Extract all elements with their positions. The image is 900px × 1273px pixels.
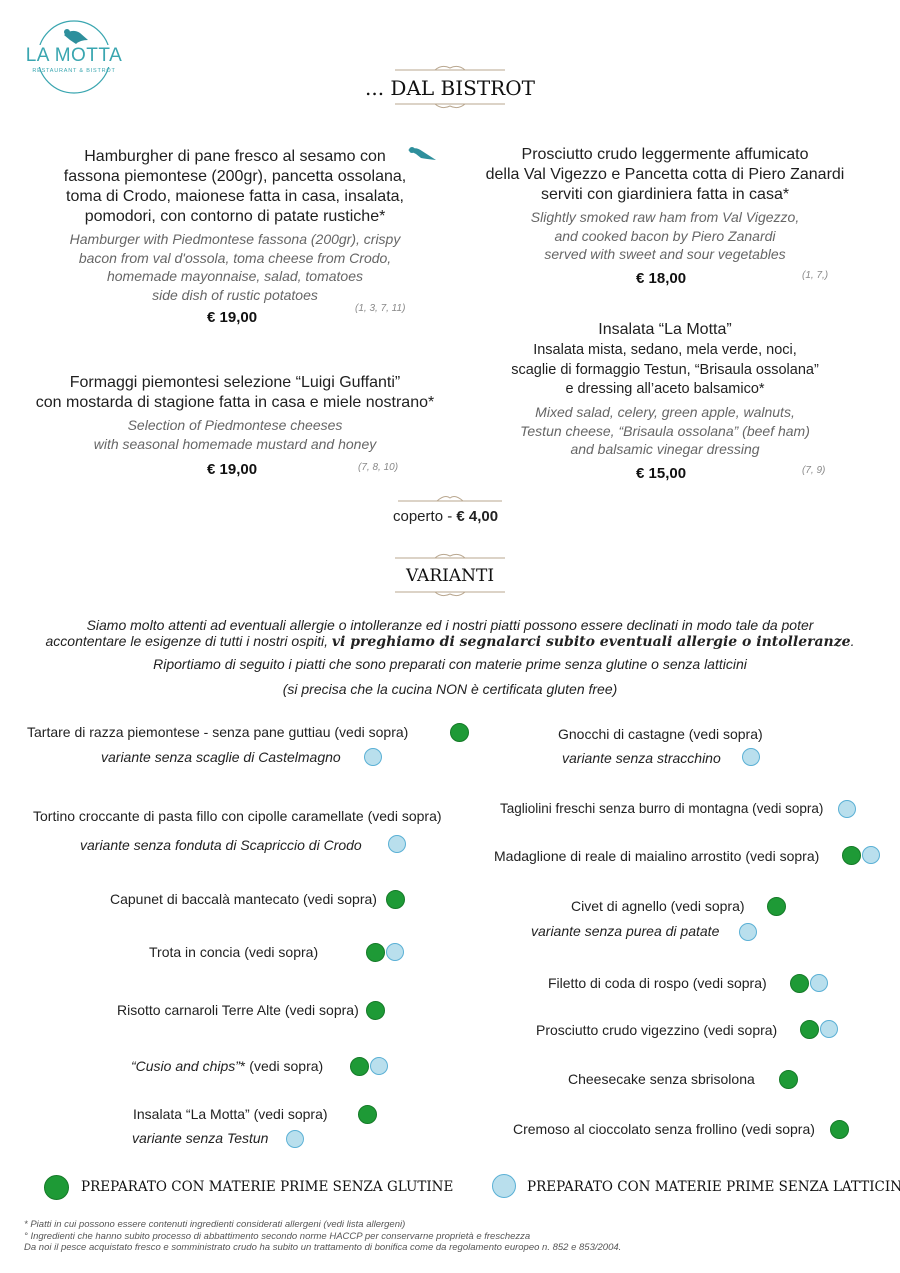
dish-insalata-price: € 15,00 (636, 465, 687, 482)
variant-stracchino: variante senza stracchino (562, 750, 721, 766)
lactose-free-dot (838, 800, 856, 818)
variant-insalata: Insalata “La Motta” (vedi sopra) (133, 1106, 328, 1122)
ornament-bottom-icon (395, 103, 505, 109)
intro-text: Siamo molto attenti ad eventuali allergi… (45, 617, 855, 650)
variant-trota: Trota in concia (vedi sopra) (149, 944, 319, 960)
lactose-free-dot (742, 748, 760, 766)
variant-tortino: Tortino croccante di pasta fillo con cip… (33, 808, 442, 824)
variant-risotto: Risotto carnaroli Terre Alte (vedi sopra… (117, 1002, 359, 1018)
dish-prosciutto-english: Slightly smoked raw ham from Val Vigezzo… (530, 209, 800, 262)
lactose-free-dot (386, 943, 404, 961)
dish-hamburger-english: Hamburger with Piedmontese fassona (200g… (69, 231, 401, 303)
section-title-varianti: VARIANTI (405, 566, 495, 586)
gluten-free-dot (450, 723, 469, 742)
intro-line3: Riportiamo di seguito i piatti che sono … (153, 656, 747, 672)
footnote-haccp: ° Ingredienti che hanno subito processo … (24, 1230, 531, 1242)
logo: LA MOTTA RESTAURANT & BISTROT (24, 18, 124, 96)
footnotes: * Piatti in cui possono essere contenuti… (24, 1219, 884, 1254)
gluten-free-dot (779, 1070, 798, 1089)
lactose-free-dot (862, 846, 880, 864)
dish-insalata-description: Insalata mista, sedano, mela verde, noci… (511, 342, 819, 397)
legend-gluten-free: PREPARATO CON MATERIE PRIME SENZA GLUTIN… (81, 1179, 454, 1195)
gluten-free-dot (830, 1120, 849, 1139)
gluten-free-dot (386, 890, 405, 909)
coperto-price: € 4,00 (456, 508, 499, 525)
variant-cremoso: Cremoso al cioccolato senza frollino (ve… (513, 1121, 815, 1137)
gluten-free-dot (800, 1020, 819, 1039)
dish-insalata-title: Insalata “La Motta” (598, 321, 732, 338)
ornament-varianti-top-icon (395, 553, 505, 559)
gluten-free-dot (350, 1057, 369, 1076)
coperto: coperto - € 4,00 (393, 508, 499, 525)
variant-civet: Civet di agnello (vedi sopra) (571, 898, 745, 914)
lactose-free-dot (739, 923, 757, 941)
lactose-free-dot (370, 1057, 388, 1075)
variant-cheesecake: Cheesecake senza sbrisolona (568, 1071, 755, 1087)
gluten-free-dot (842, 846, 861, 865)
variant-testun: variante senza Testun (132, 1130, 269, 1146)
dish-hamburger-title: Hamburgher di pane fresco al sesamo con … (63, 148, 407, 225)
variant-prosciutto: Prosciutto crudo vigezzino (vedi sopra) (536, 1022, 778, 1038)
legend-lactose-free-dot (492, 1174, 516, 1198)
dish-formaggi-allergens: (7, 8, 10) (358, 462, 399, 473)
dish-hamburger-allergens: (1, 3, 7, 11) (355, 303, 406, 314)
intro-line4: (si precisa che la cucina NON è certific… (282, 681, 618, 697)
dish-prosciutto-price: € 18,00 (636, 270, 687, 287)
variant-filetto: Filetto di coda di rospo (vedi sopra) (548, 975, 767, 991)
variant-cusio: “Cusio and chips”* (vedi sopra) (131, 1058, 324, 1074)
variant-tagliolini: Tagliolini freschi senza burro di montag… (500, 801, 824, 816)
lactose-free-dot (388, 835, 406, 853)
legend-lactose-free: PREPARATO CON MATERIE PRIME SENZA LATTIC… (527, 1179, 900, 1195)
lactose-free-dot (364, 748, 382, 766)
dish-prosciutto-allergens: (1, 7,) (802, 270, 829, 281)
dish-formaggi-title: Formaggi piemontesi selezione “Luigi Guf… (35, 374, 435, 411)
footnote-fish: Da noi il pesce acquistato fresco e somm… (24, 1242, 622, 1253)
lactose-free-dot (810, 974, 828, 992)
kingfisher-icon (408, 147, 436, 160)
gluten-free-dot (366, 943, 385, 962)
gluten-free-dot (767, 897, 786, 916)
ornament-top-icon (395, 65, 505, 71)
lactose-free-dot (820, 1020, 838, 1038)
dish-formaggi-english: Selection of Piedmontese cheeses with se… (93, 417, 377, 452)
gluten-free-dot (790, 974, 809, 993)
dish-prosciutto-title: Prosciutto crudo leggermente affumicato … (485, 146, 845, 203)
variant-purea: variante senza purea di patate (531, 923, 720, 939)
gluten-free-dot (358, 1105, 377, 1124)
variant-capunet: Capunet di baccalà mantecato (vedi sopra… (110, 891, 377, 907)
dish-hamburger-price: € 19,00 (207, 309, 258, 326)
variant-gnocchi: Gnocchi di castagne (vedi sopra) (558, 726, 763, 742)
variant-castelmagno: variante senza scaglie di Castelmagno (101, 749, 341, 765)
section-title-bistrot: ... DAL BISTROT (365, 76, 535, 100)
footnote-allergens: * Piatti in cui possono essere contenuti… (24, 1219, 406, 1230)
ornament-coperto-icon (398, 496, 502, 502)
lactose-free-dot (286, 1130, 304, 1148)
gluten-free-dot (366, 1001, 385, 1020)
variant-tartare: Tartare di razza piemontese - senza pane… (27, 724, 409, 740)
logo-name: LA MOTTA (24, 45, 124, 67)
ornament-varianti-bottom-icon (395, 591, 505, 597)
variant-madaglione: Madaglione di reale di maialino arrostit… (494, 848, 820, 864)
dish-formaggi-price: € 19,00 (207, 461, 258, 478)
dish-insalata-allergens: (7, 9) (802, 465, 826, 476)
legend-gluten-free-dot (44, 1175, 69, 1200)
variant-scapriccio: variante senza fonduta di Scapriccio di … (80, 837, 362, 853)
dish-insalata-english: Mixed salad, celery, green apple, walnut… (520, 404, 810, 457)
logo-tagline: RESTAURANT & BISTROT (32, 68, 116, 74)
